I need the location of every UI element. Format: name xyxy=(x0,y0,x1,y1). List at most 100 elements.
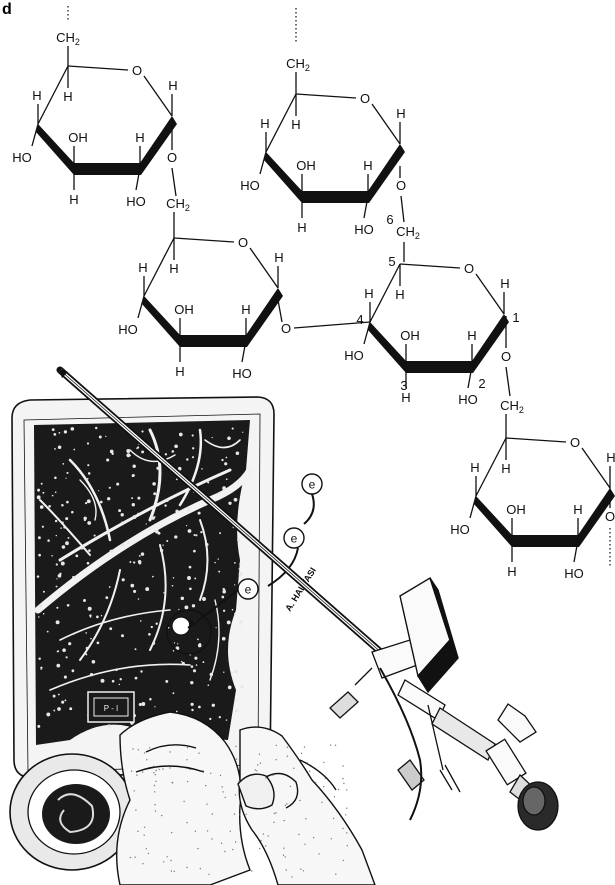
tissue-speckle xyxy=(67,536,70,539)
hydrogen-label: H xyxy=(291,117,300,132)
ring-bond-o-c1 xyxy=(249,247,279,289)
tissue-speckle xyxy=(239,562,242,565)
hand-stipple xyxy=(129,856,132,859)
hand-stipple xyxy=(143,834,145,836)
hand-stipple xyxy=(154,791,156,793)
hand-stipple xyxy=(337,788,340,791)
tissue-speckle xyxy=(187,576,191,580)
hand-stipple xyxy=(208,873,210,875)
tissue-speckle xyxy=(201,468,203,470)
carbon-number-4: 4 xyxy=(356,312,363,327)
rolled-specimen xyxy=(9,753,135,871)
tissue-speckle xyxy=(197,643,202,648)
tissue-speckle xyxy=(57,693,60,696)
tissue-speckle xyxy=(180,660,183,663)
hand-stipple xyxy=(233,813,236,815)
tissue-speckle xyxy=(138,554,141,557)
light-cable xyxy=(379,667,423,821)
hydrogen-label: H xyxy=(274,250,283,265)
tissue-speckle xyxy=(118,683,121,686)
hand-stipple xyxy=(324,777,326,780)
tissue-speckle xyxy=(65,477,67,479)
tissue-speckle xyxy=(192,447,195,450)
ch2-group-label: CH2 xyxy=(396,224,420,241)
tissue-speckle xyxy=(191,456,195,459)
tissue-speckle xyxy=(54,519,58,523)
tissue-speckle xyxy=(191,708,194,712)
tissue-speckle xyxy=(152,482,156,486)
hand-stipple xyxy=(162,768,164,770)
tissue-speckle xyxy=(131,497,134,500)
tissue-speckle xyxy=(132,515,137,520)
hydrogen-label: H xyxy=(63,89,72,104)
tissue-speckle xyxy=(165,679,169,683)
tissue-speckle xyxy=(56,663,61,668)
electron-e3: e xyxy=(237,578,259,600)
endoscope-body xyxy=(329,639,559,831)
hand-stipple xyxy=(211,838,213,840)
tissue-speckle xyxy=(109,627,113,631)
tissue-speckle xyxy=(225,719,228,721)
tissue-speckle xyxy=(108,486,111,489)
hand-stipple xyxy=(259,762,262,764)
tissue-speckle xyxy=(192,669,197,673)
tissue-speckle xyxy=(121,578,125,582)
tissue-speckle xyxy=(133,561,136,564)
tissue-speckle xyxy=(228,501,232,505)
c4-oh-bond xyxy=(469,495,477,519)
tissue-speckle xyxy=(42,491,45,494)
tissue-speckle xyxy=(153,492,157,496)
tissue-speckle xyxy=(96,615,99,619)
tissue-speckle xyxy=(191,434,194,437)
tissue-speckle xyxy=(85,632,88,634)
tissue-speckle xyxy=(222,486,227,491)
tissue-speckle xyxy=(87,606,92,611)
hand-stipple xyxy=(286,803,288,805)
tissue-speckle xyxy=(87,464,90,467)
tissue-speckle xyxy=(66,500,69,504)
carbon-number-2: 2 xyxy=(478,376,485,391)
hand-shading xyxy=(129,744,348,878)
ch2-group-label: CH2 xyxy=(56,30,80,47)
hand-stipple xyxy=(153,765,155,767)
tissue-speckle xyxy=(130,583,135,588)
tissue-speckle xyxy=(57,573,62,578)
ring-oxygen-label: O xyxy=(570,435,580,450)
tissue-speckle xyxy=(41,525,45,528)
tissue-speckle xyxy=(94,426,98,430)
tissue-speckle xyxy=(111,452,114,455)
tissue-speckle xyxy=(226,620,231,625)
hand-stipple xyxy=(323,761,325,764)
hand-stipple xyxy=(132,748,134,750)
hand-stipple xyxy=(161,814,163,817)
hand-stipple xyxy=(291,876,293,878)
tissue-speckle xyxy=(131,473,135,477)
tissue-speckle xyxy=(107,724,111,728)
hand-stipple xyxy=(259,847,261,850)
tissue-speckle xyxy=(42,613,45,615)
tissue-speckle xyxy=(159,548,164,553)
hand-stipple xyxy=(206,803,208,805)
hand-stipple xyxy=(205,784,207,787)
hand-stipple xyxy=(158,768,160,771)
glycosidic-bond xyxy=(277,299,283,323)
hand-stipple xyxy=(315,782,317,784)
tissue-speckle xyxy=(140,552,145,556)
hand-stipple xyxy=(198,752,200,754)
tissue-speckle xyxy=(96,641,100,645)
tissue-speckle xyxy=(164,453,168,456)
tissue-speckle xyxy=(109,549,113,553)
tissue-speckle xyxy=(188,565,192,569)
hand-stipple xyxy=(312,837,315,839)
hand-stipple xyxy=(258,753,261,755)
tissue-speckle xyxy=(172,577,175,579)
glycosidic-bond xyxy=(171,167,177,197)
hand-stipple xyxy=(342,859,344,862)
tissue-speckle xyxy=(154,706,156,708)
tissue-speckle xyxy=(239,619,243,624)
hand-stipple xyxy=(186,780,189,783)
ring-bond-c5-c4 xyxy=(265,93,297,153)
tissue-speckle xyxy=(223,671,225,673)
hydrogen-label: H xyxy=(396,106,405,121)
panel-letter: d xyxy=(2,1,12,18)
